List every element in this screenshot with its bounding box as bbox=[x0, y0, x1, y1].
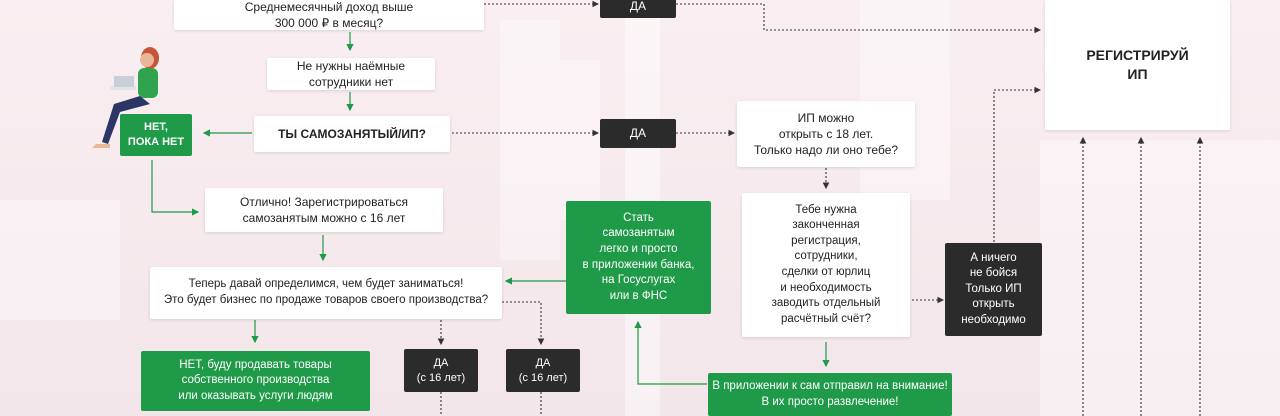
can-register-node: Отлично! Зарегистрироваться самозанятым … bbox=[205, 188, 443, 232]
green-bottom-left-node: НЕТ, буду продавать товары собственного … bbox=[141, 351, 370, 411]
register-question-node: Тебе нужна законченная регистрация, сотр… bbox=[742, 193, 910, 337]
da-bottom-2-node: ДА (с 16 лет) bbox=[506, 349, 580, 392]
woman-with-laptop-illustration bbox=[92, 47, 159, 148]
ip-age-question-node: ИП можно открыть с 18 лет. Только надо л… bbox=[737, 101, 915, 167]
no-hired-staff-node: Не нужны наёмные сотрудники нет bbox=[267, 58, 435, 90]
bg-stripe bbox=[500, 20, 560, 260]
da-top-node: ДА bbox=[600, 0, 676, 18]
income-check-node: Среднемесячный доход выше 300 000 ₽ в ме… bbox=[174, 0, 484, 30]
green-center-node: Стать самозанятым легко и просто в прило… bbox=[566, 201, 711, 314]
da-bottom-1-node: ДА (с 16 лет) bbox=[404, 349, 478, 392]
bg-stripe bbox=[560, 60, 600, 220]
bg-stripe bbox=[0, 200, 120, 320]
da-mid-node: ДА bbox=[600, 119, 676, 148]
now-lets-define-node: Теперь давай определимся, чем будет зани… bbox=[150, 267, 502, 319]
bg-stripe bbox=[1040, 140, 1280, 416]
register-ip-node: РЕГИСТРИРУЙ ИП bbox=[1045, 0, 1230, 130]
self-employed-question-node: ТЫ САМОЗАНЯТЫЙ/ИП? bbox=[254, 116, 450, 152]
green-bottom-right-node: В приложении к сам отправил на внимание!… bbox=[708, 373, 952, 416]
dark-right-node: А ничего не бойся Только ИП открыть необ… bbox=[945, 243, 1042, 336]
no-badge-node: НЕТ, ПОКА НЕТ bbox=[120, 114, 192, 156]
